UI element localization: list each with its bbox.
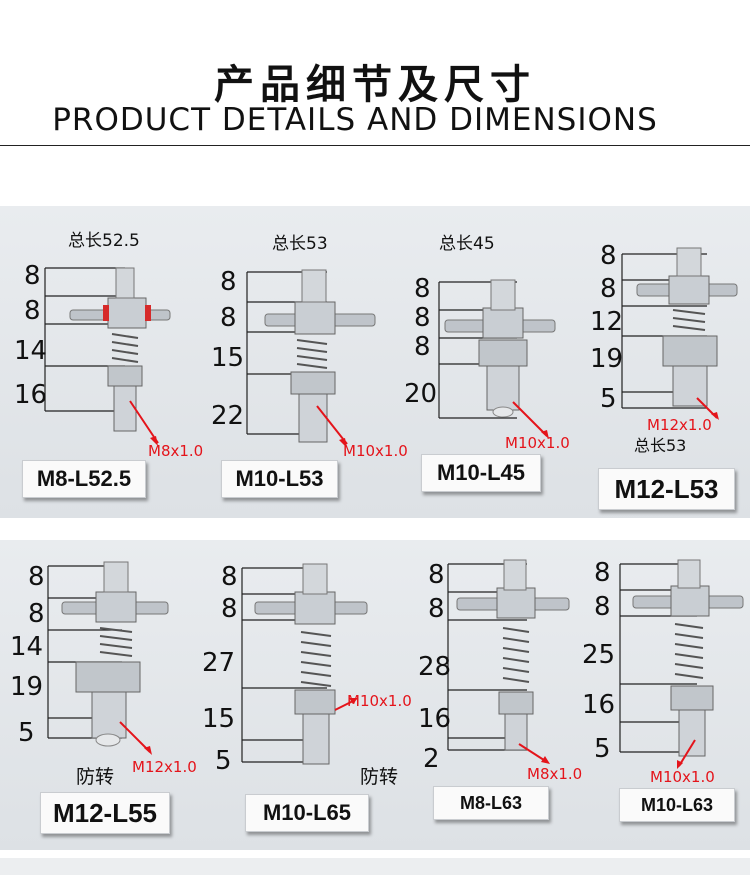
dimension-label: 2 [423,744,440,774]
dimension-label: 8 [220,267,237,297]
dimension-label: 8 [594,592,611,622]
thread-spec-label: M10x1.0 [505,434,570,452]
vacuum-cup-fitting-icon [621,247,738,420]
vacuum-cup-fitting-icon [47,561,169,755]
vacuum-cup-fitting-icon [44,267,171,446]
total-length-label: 总长45 [439,234,495,254]
dimension-label: 8 [28,599,45,629]
dimension-label: 16 [14,380,48,410]
dimension-label: 8 [428,594,445,624]
model-badge: M8-L63 [433,786,549,820]
dimension-label: 8 [414,332,431,362]
model-badge: M10-L63 [619,788,735,822]
dimension-label: 22 [211,401,245,431]
header-divider [0,145,750,146]
model-badge: M12-L53 [598,468,735,510]
dimension-label: 16 [582,690,616,720]
thread-spec-label: M12x1.0 [647,416,712,434]
product-card-m10-l45: 总长45 8 8 8 20 M10x1.0 M10-L45 [404,206,587,518]
dimension-label: 8 [220,303,237,333]
dimension-label: 14 [14,336,48,366]
dimension-label: 8 [414,274,431,304]
dimension-label: 12 [590,307,624,337]
thread-spec-label: M12x1.0 [132,758,197,776]
dimension-label: 16 [418,704,452,734]
model-badge: M8-L52.5 [22,460,146,498]
header: 产品细节及尺寸 PRODUCT DETAILS AND DIMENSIONS [0,0,750,150]
dimension-label: 28 [418,652,452,682]
vacuum-cup-fitting-icon [438,279,556,439]
dimension-label: 8 [600,241,617,271]
dimension-label: 5 [594,734,611,764]
dimension-label: 8 [28,562,45,592]
product-card-m12-l53: 8 8 12 19 5 M12x1.0 总长53 M12-L53 [587,206,750,518]
dimension-label: 25 [582,640,616,670]
model-badge: M10-L65 [245,794,369,832]
product-card-m10-l53: 总长53 8 8 15 22 M10x1.0 M10-L53 [187,206,417,518]
product-card-m8-l63: 8 8 28 16 2 M8x1.0 M8-L63 [415,540,582,850]
dimension-label: 15 [202,704,236,734]
dimension-label: 27 [202,648,236,678]
vacuum-cup-fitting-icon [246,269,376,448]
total-length-label: 总长53 [634,436,687,455]
thread-spec-label: M10x1.0 [347,692,412,710]
vacuum-cup-fitting-icon [447,559,570,764]
product-card-m8-l52-5: 总长52.5 8 8 14 16 M8x1.0 M8-L52.5 [0,206,203,518]
thread-spec-label: M10x1.0 [650,768,715,786]
page-title: 产品细节及尺寸 [214,62,536,108]
dimension-label: 5 [18,718,35,748]
total-length-label: 总长53 [272,234,328,254]
dimension-label: 5 [600,384,617,414]
total-length-label: 总长52.5 [68,231,140,251]
dimension-label: 19 [10,672,44,702]
dimension-label: 8 [221,562,238,592]
dimension-label: 8 [24,296,41,326]
dimension-label: 8 [600,274,617,304]
model-badge: M12-L55 [40,792,170,834]
dimension-label: 8 [428,560,445,590]
model-badge: M10-L45 [421,454,541,492]
product-card-m10-l63: 8 8 25 16 5 M10x1.0 M10-L63 [575,540,750,850]
dimension-label: 5 [215,746,232,776]
dimension-label: 8 [221,594,238,624]
anti-rotation-label: 防转 [360,766,399,788]
thread-spec-label: M10x1.0 [343,442,408,460]
vacuum-cup-fitting-icon [619,559,744,769]
thread-spec-label: M8x1.0 [148,442,204,460]
dimension-label: 14 [10,632,44,662]
product-card-m10-l65: 8 8 27 15 5 M10x1.0 防转 M10-L65 [202,540,415,850]
anti-rotation-label: 防转 [76,766,115,788]
dimension-label: 8 [414,303,431,333]
product-panel-row-3 [0,858,750,875]
page-subtitle: PRODUCT DETAILS AND DIMENSIONS [52,102,658,138]
model-badge: M10-L53 [221,460,338,498]
product-card-m12-l55: 8 8 14 19 5 防转 M12x1.0 M12-L55 [0,540,215,850]
dimension-label: 8 [594,558,611,588]
dimension-label: 19 [590,344,624,374]
dimension-label: 15 [211,343,245,373]
thread-spec-label: M8x1.0 [527,765,583,783]
dimension-label: 20 [404,379,438,409]
dimension-label: 8 [24,261,41,291]
vacuum-cup-fitting-icon [241,563,368,765]
